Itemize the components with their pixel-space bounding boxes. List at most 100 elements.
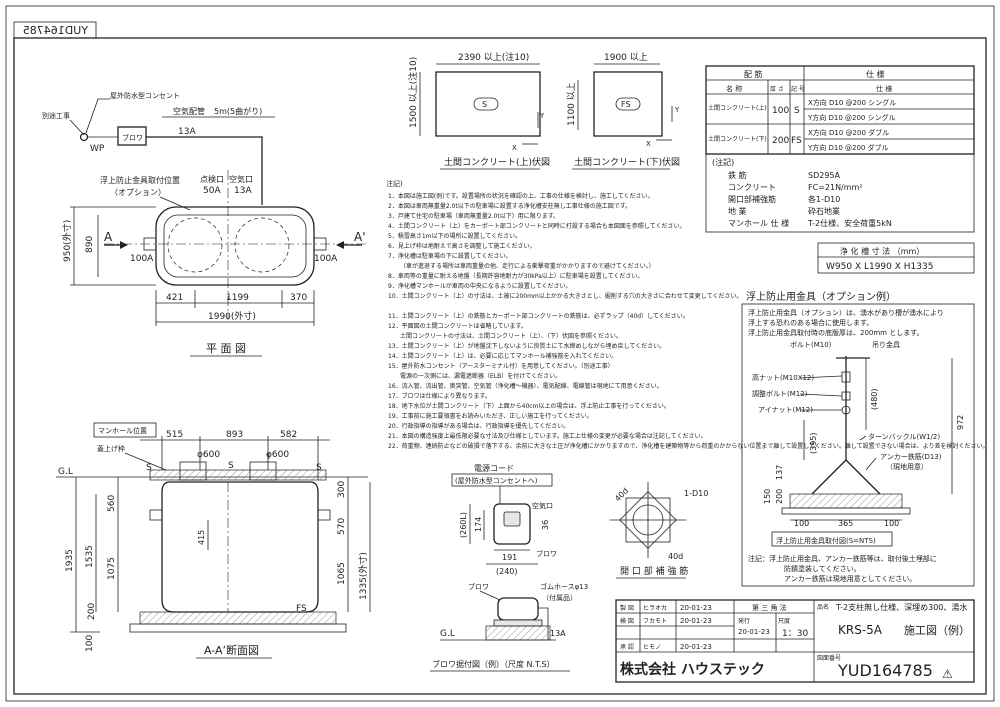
- upper-slab-mark: S: [482, 100, 487, 109]
- upper-slab-width: 2390 以上(注10): [458, 51, 529, 63]
- mat-key-3: 地 業: [728, 206, 747, 216]
- blower-detail-label: ブロワ: [536, 549, 557, 558]
- dim-1535: 1535: [85, 545, 95, 568]
- blower-label: ブロワ: [122, 133, 143, 142]
- float-option-label: （オプション）: [110, 188, 166, 197]
- dim-100-b: 100: [884, 519, 899, 528]
- rebar-lower-thk: 200: [772, 136, 789, 146]
- mat-key-4: マンホール 仕 様: [728, 218, 789, 228]
- turnbuckle-label: ターンバックル(W1/2): [868, 432, 940, 441]
- outlet-size: 100A: [314, 254, 338, 264]
- rebar-40d-a: 40d: [613, 486, 630, 503]
- opening-rebar-title: 開 口 部 補 強 筋: [620, 565, 688, 577]
- mirrored-code-box: YUD164785: [13, 21, 97, 39]
- separate-work-label: 別途工事: [42, 111, 70, 120]
- lower-slab-rect: [593, 71, 663, 137]
- dim-240: (240): [496, 567, 518, 576]
- mat-key-1: コンクリート: [728, 183, 776, 192]
- upper-slab-section: [149, 469, 327, 481]
- bypass-label: 点検口: [200, 174, 224, 184]
- rebar-upper-y: Y方向 D10 @200 シングル: [807, 113, 896, 122]
- hose-label: ゴムホースφ13: [540, 582, 588, 591]
- note-7: 7．浄化槽は駐車場の下に設置してください。: [388, 252, 511, 260]
- rebar-upper-name: 土間コンクリート(上): [708, 104, 767, 112]
- air-pipe-label: 空気配管: [173, 106, 205, 116]
- tb-issue-label: 発行: [738, 617, 750, 625]
- tb-person-2: ヒモノ: [643, 644, 661, 651]
- cover-frame-label: 蓋上げ枠: [97, 444, 125, 453]
- install-pipe: 13A: [550, 629, 566, 638]
- tank-plan-outline: [155, 206, 315, 286]
- tb-company: 株式会社 ハウステック: [620, 661, 765, 678]
- dim-421: 421: [166, 293, 183, 303]
- inner-border: [13, 37, 987, 695]
- mat-val-3: 砕石地業: [808, 206, 840, 216]
- dim-137: 137: [775, 465, 784, 480]
- notes-head: 注記): [386, 179, 403, 188]
- s-mark-left: S: [146, 463, 152, 473]
- mat-val-2: 各1-D10: [808, 194, 840, 204]
- note-18: 18．地下水位が土間コンクリート（下）上面から40cm以上の場合は、浮上防止工事…: [388, 402, 670, 410]
- section-view: マンホール位置 蓋上げ枠 515 893 582 φ600 φ600 G.L S…: [56, 422, 371, 659]
- air-pipe-line: [146, 136, 263, 205]
- hose-note: （付属品）: [542, 593, 577, 602]
- rebar-lower-sym: FS: [791, 136, 802, 146]
- blower-top-view: [493, 503, 531, 545]
- float-note-1: 注記：浮上防止用金具、アンカー鉄筋等は、取付後土埋部に: [748, 554, 937, 563]
- tb-number-label: 図面番号: [817, 655, 841, 662]
- anchor-label: アンカー鉄筋(D13): [880, 452, 942, 461]
- dim-200: 200: [87, 603, 97, 620]
- dim-972: 972: [956, 415, 965, 430]
- gl-label: G.L: [58, 467, 73, 477]
- outlet-icon: [79, 132, 89, 142]
- rebar-table: 配 筋 仕 様 名 称 厚 さ 記 号 仕 様 土間コンクリート(上) 100 …: [705, 65, 975, 155]
- power-cord-outlet: (屋外防水型コンセントへ): [455, 476, 538, 485]
- dim-560: 560: [107, 495, 117, 512]
- tb-role-1: 検 図: [620, 617, 634, 625]
- upper-slab-plan: 2390 以上(注10) 1500 以上(注10) S 土間コンクリート(上)伏…: [407, 51, 550, 170]
- rebar-40d-b: 40d: [668, 552, 683, 561]
- note-15b: 電源の一次側には、漏電遮断器（ELB）を付けてください。: [400, 372, 561, 380]
- lower-slab-mark: FS: [621, 100, 631, 109]
- tb-person-0: ヒラオカ: [643, 605, 667, 612]
- section-view-title: A-A’断面図: [204, 643, 259, 657]
- tb-name-desc: T-2支柱無し仕様、深埋め300、湯水: [835, 602, 967, 612]
- tb-date-0: 20-01-23: [680, 604, 712, 612]
- plan-view: 別途工事 WP 屋外防水型コンセント ブロワ 空気配管 5m(5曲がり) 13A…: [42, 91, 368, 357]
- dim-1935: 1935: [65, 549, 75, 572]
- dim-200f: 200: [775, 489, 784, 504]
- manhole-circle-1: [167, 217, 223, 273]
- inlet-size: 100A: [130, 254, 154, 264]
- upper-slab-depth: 1500 以上(注10): [407, 57, 419, 128]
- tank-size-box: 浄 化 槽 寸 法 （mm） W950 X L1990 X H1335: [817, 242, 975, 274]
- material-notes: (注記) 鉄 筋 SD295A コンクリート FC=21N/mm² 開口部補強筋…: [705, 153, 975, 233]
- rebar-lower-name: 土間コンクリート(下): [708, 135, 767, 143]
- rebar-header-sym: 記 号: [791, 85, 805, 93]
- rebar-diamond: [619, 491, 677, 549]
- note-2: 2．本図は車両無重量2.0t以下の駐車場に設置する浄化槽支柱無し工事仕様の施工図…: [388, 202, 631, 210]
- rebar-upper-sym: S: [794, 106, 800, 116]
- blower-side-view: [497, 597, 539, 621]
- dim-893: 893: [226, 430, 243, 440]
- air-inlet-label: 空気口: [229, 174, 253, 184]
- rebar-upper-x: X方向 D10 @200 シングル: [808, 98, 896, 107]
- float-detail: 浮上防止用金具（オプション例） 浮上防止用金具（オプション）は、湧水があり槽が湧…: [741, 290, 975, 587]
- dim-length-outer: 1990(外寸): [208, 310, 256, 322]
- dim-582: 582: [280, 430, 297, 440]
- s-mark-right: S: [316, 463, 322, 473]
- size-13a: 13A: [234, 186, 252, 196]
- note-13: 13．土間コンクリート（上）が地盤沈下しないように良質土にて水締めしながら埋め戻…: [388, 342, 665, 350]
- dim-515: 515: [166, 430, 183, 440]
- note-16: 16．流入管、流出管、奥突管、空気管（浄化槽～機器）、電気配線、電線管は現地にて…: [388, 382, 663, 390]
- float-desc-3: 浮上防止用金具取付時の底版厚は、200mm とします。: [748, 328, 924, 337]
- float-note-3: アンカー鉄筋は現地用意としてください。: [784, 574, 916, 583]
- dim-415: 415: [197, 530, 206, 545]
- mat-val-0: SD295A: [808, 171, 841, 180]
- note-17: 17．ブロワは仕様により異なります。: [388, 392, 491, 400]
- install-gl: G.L: [440, 629, 455, 639]
- note-4: 4．土間コンクリート（上）をカーポート部コンクリートと同時に打設する場合も本図面…: [388, 222, 685, 230]
- note-9: 9．浄化槽マンホールが車両の中央になるように設置してください。: [388, 282, 571, 290]
- float-desc-1: 浮上防止用金具（オプション）は、湧水があり槽が湧水により: [748, 308, 944, 317]
- tb-role-2: 承 認: [620, 643, 634, 651]
- phi-600-b: φ600: [266, 450, 289, 460]
